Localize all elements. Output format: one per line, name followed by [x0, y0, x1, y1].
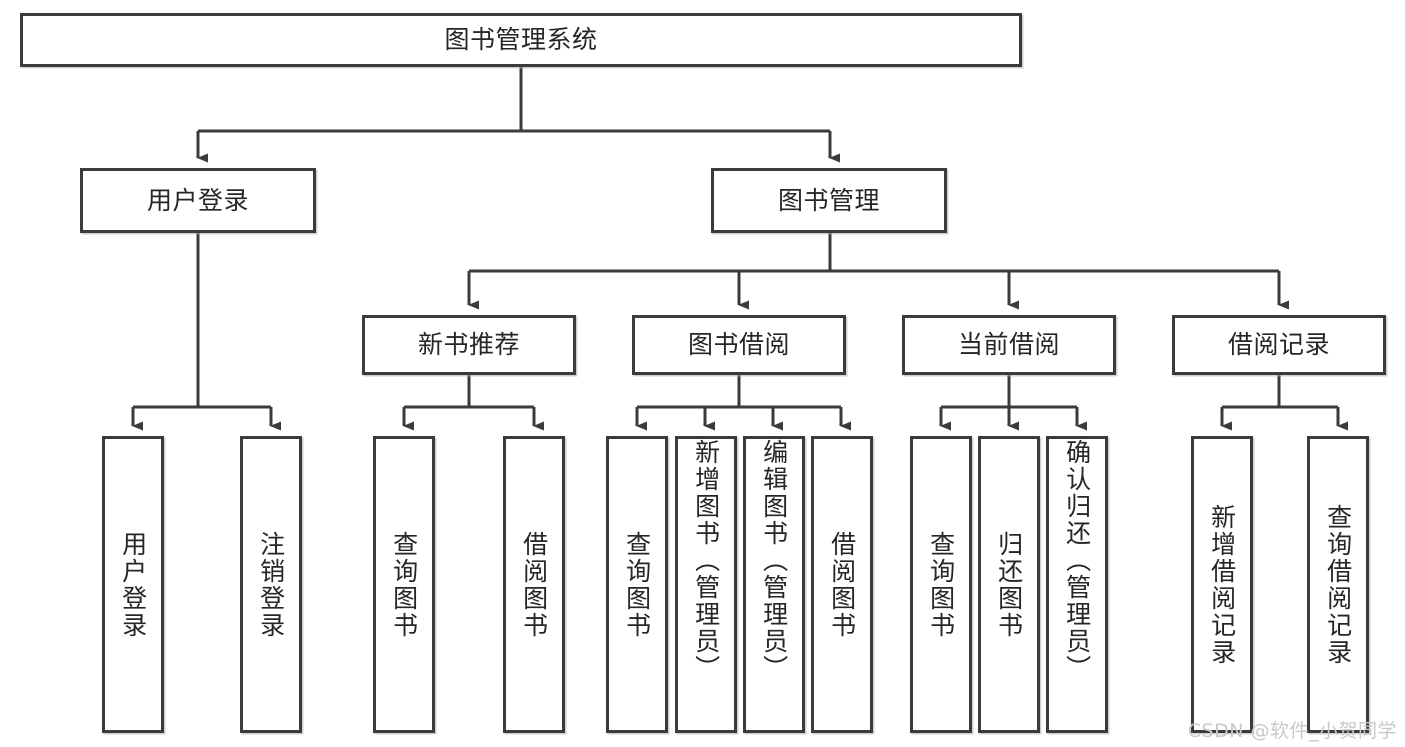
leaf-query-book-newbook[interactable]: 查询图书 [373, 436, 435, 733]
csdn-watermark: CSDN @软件_小贺同学 [1187, 720, 1397, 742]
node-label: 用户登录 [146, 185, 249, 215]
leaf-add-book-admin[interactable]: 新增图书（管理员） [675, 436, 737, 733]
leaf-label: 确认归还（管理员） [1062, 439, 1092, 682]
node-label: 图书借阅 [687, 330, 790, 360]
leaf-confirm-return-admin[interactable]: 确认归还（管理员） [1046, 436, 1108, 733]
leaf-query-book-current[interactable]: 查询图书 [910, 436, 972, 733]
node-book-management[interactable]: 图书管理 [711, 168, 947, 233]
node-new-book-recommend[interactable]: 新书推荐 [362, 315, 576, 375]
node-book-management-system[interactable]: 图书管理系统 [20, 13, 1022, 67]
leaf-return-book[interactable]: 归还图书 [978, 436, 1040, 733]
leaf-label: 借阅图书 [827, 530, 857, 639]
node-label: 图书管理系统 [444, 25, 598, 55]
node-borrow-record[interactable]: 借阅记录 [1172, 315, 1386, 375]
leaf-label: 查询借阅记录 [1323, 503, 1353, 666]
leaf-borrow-book[interactable]: 借阅图书 [811, 436, 873, 733]
leaf-logout[interactable]: 注销登录 [240, 436, 302, 733]
leaf-label: 查询图书 [926, 530, 956, 639]
leaf-user-login[interactable]: 用户登录 [102, 436, 164, 733]
node-book-borrow[interactable]: 图书借阅 [632, 315, 846, 375]
leaf-label: 借阅图书 [519, 530, 549, 639]
leaf-label: 注销登录 [256, 530, 286, 639]
node-label: 借阅记录 [1227, 330, 1330, 360]
leaf-label: 编辑图书（管理员） [759, 439, 789, 682]
node-current-borrow[interactable]: 当前借阅 [902, 315, 1116, 375]
leaf-label: 新增借阅记录 [1207, 503, 1237, 666]
node-user-login[interactable]: 用户登录 [80, 168, 316, 233]
leaf-label: 新增图书（管理员） [691, 439, 721, 682]
leaf-borrow-book-newbook[interactable]: 借阅图书 [503, 436, 565, 733]
leaf-label: 查询图书 [622, 530, 652, 639]
node-label: 当前借阅 [957, 330, 1060, 360]
leaf-label: 用户登录 [118, 530, 148, 639]
leaf-label: 归还图书 [994, 530, 1024, 639]
leaf-query-borrow-record[interactable]: 查询借阅记录 [1307, 436, 1369, 733]
node-label: 图书管理 [777, 185, 880, 215]
leaf-add-borrow-record[interactable]: 新增借阅记录 [1191, 436, 1253, 733]
node-label: 新书推荐 [417, 330, 520, 360]
leaf-query-book-borrow[interactable]: 查询图书 [606, 436, 668, 733]
leaf-edit-book-admin[interactable]: 编辑图书（管理员） [743, 436, 805, 733]
leaf-label: 查询图书 [389, 530, 419, 639]
